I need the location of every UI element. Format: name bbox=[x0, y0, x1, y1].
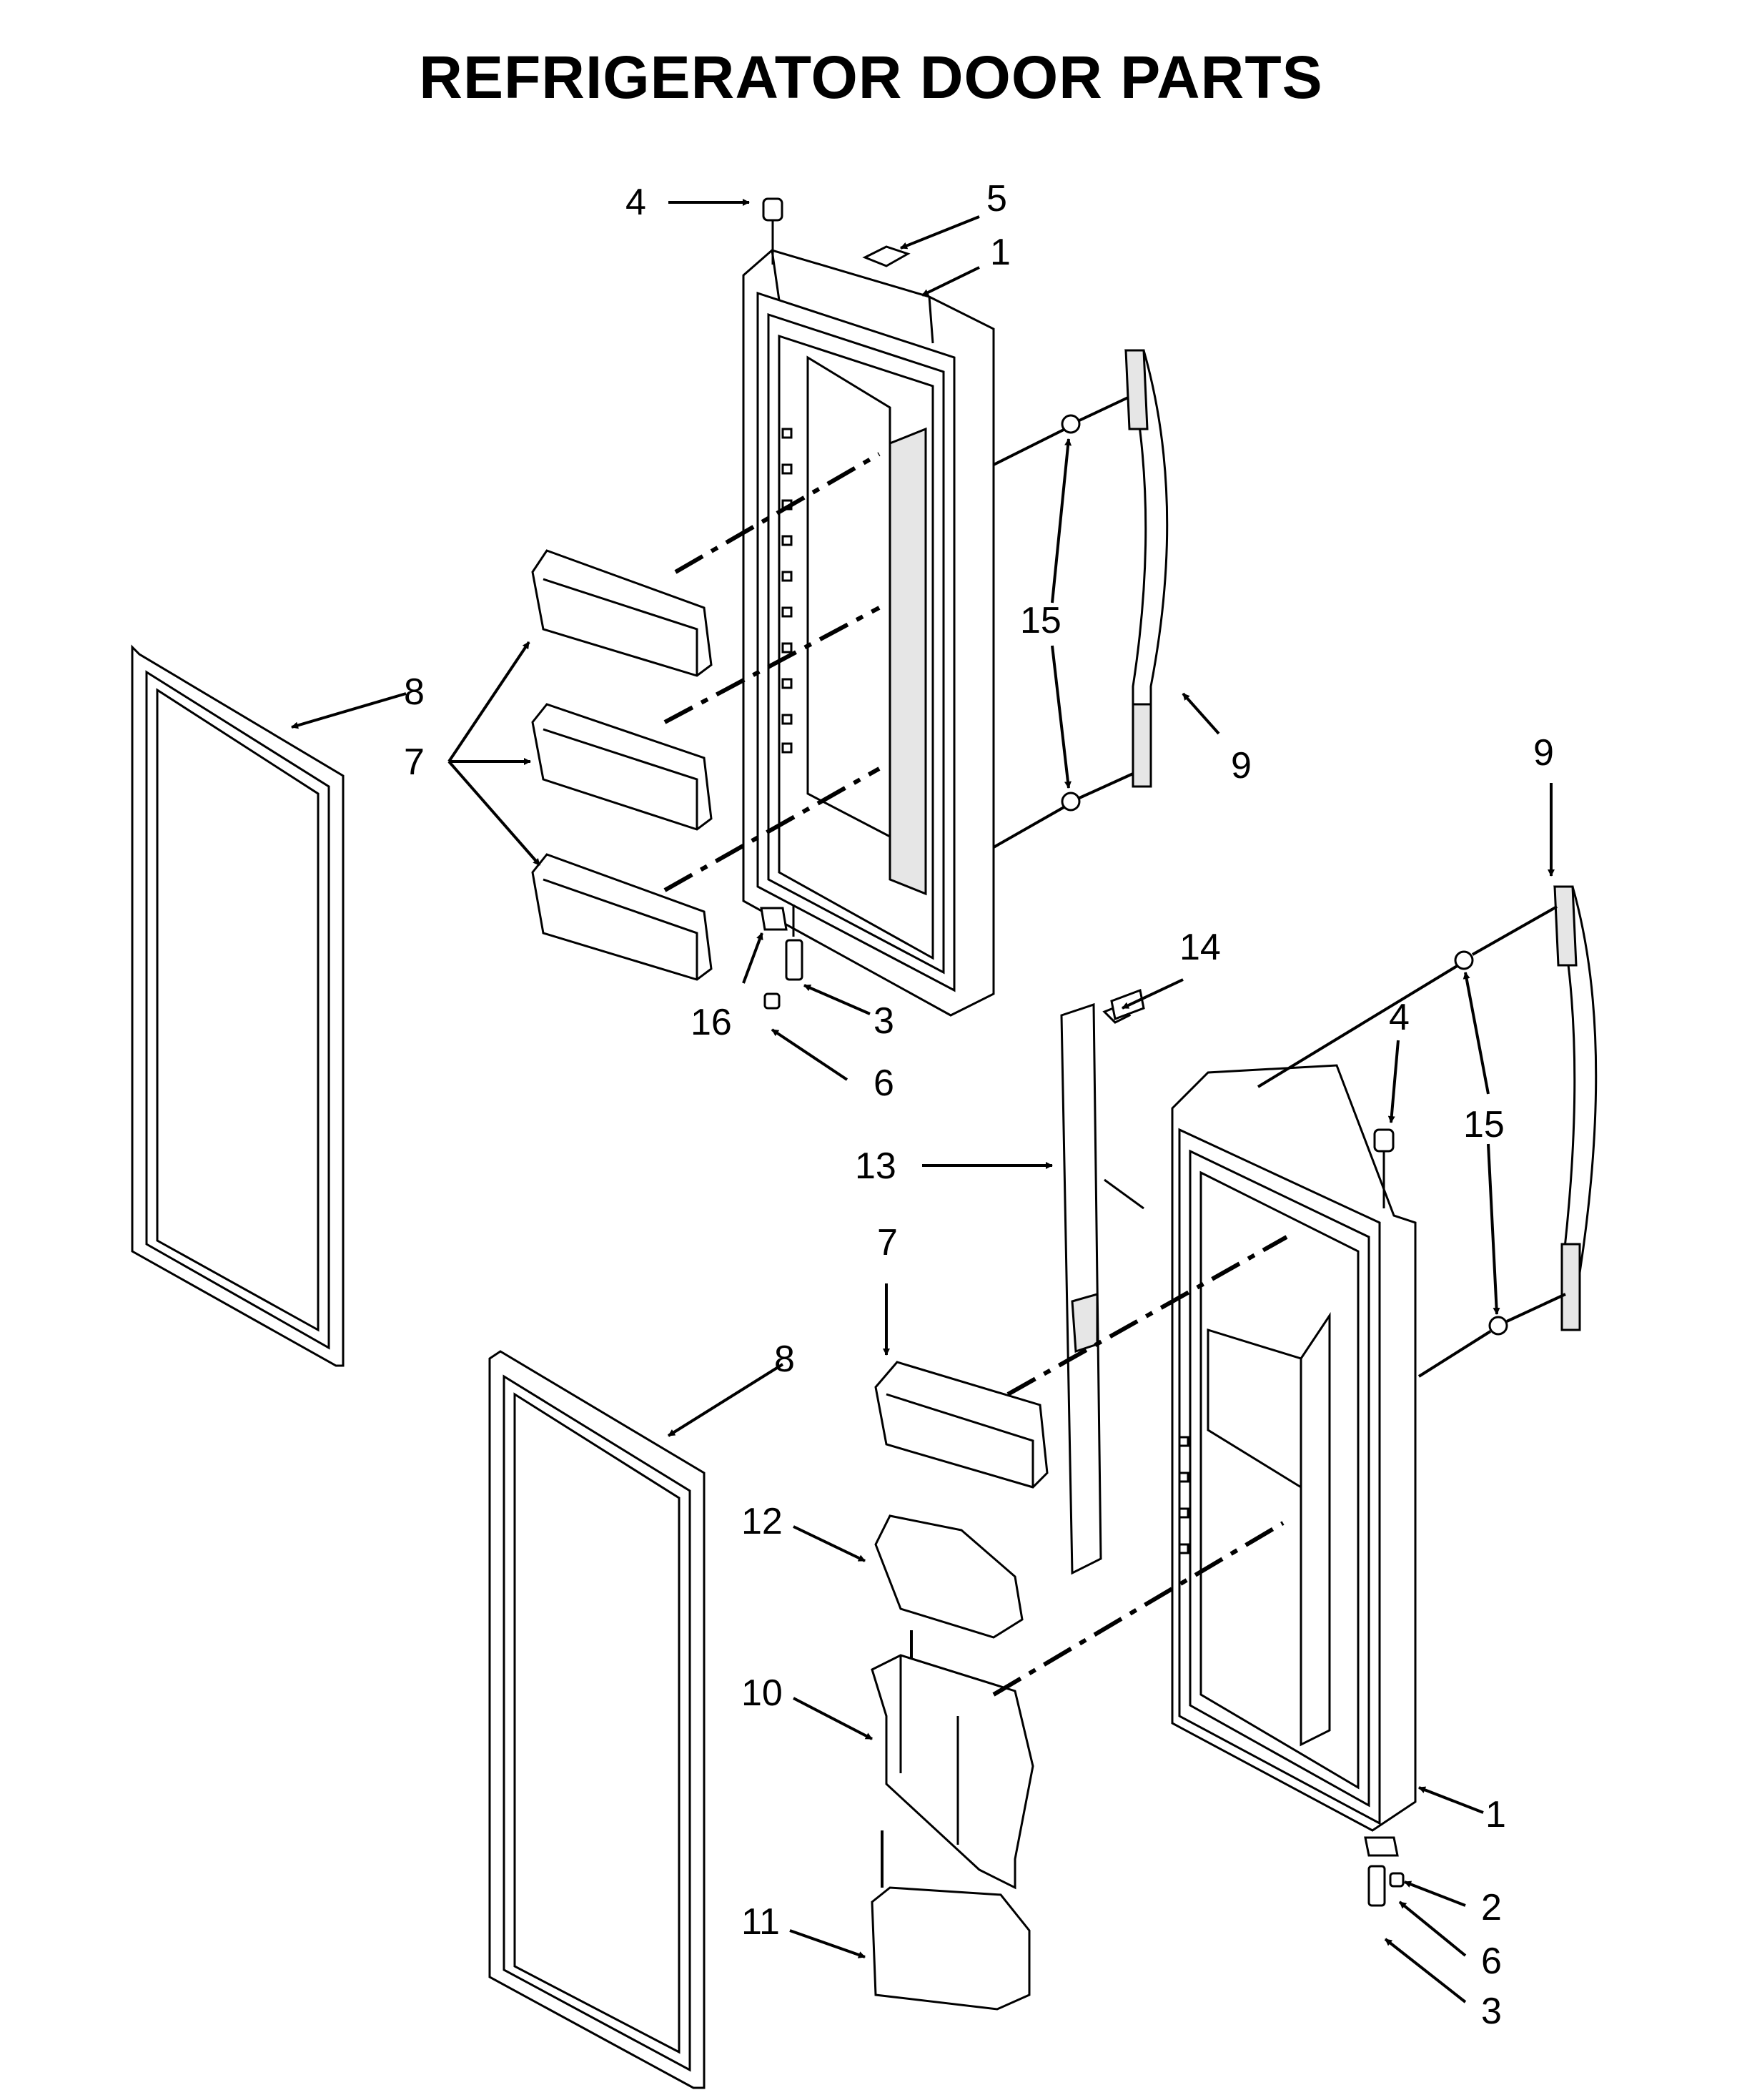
upper-door-top-cap bbox=[762, 197, 911, 267]
callout-bottom-11: 11 bbox=[741, 1901, 780, 1943]
callout-top-15: 15 bbox=[1020, 600, 1061, 641]
callout-bottom-7: 7 bbox=[877, 1222, 898, 1263]
upper-door-hinge bbox=[760, 904, 803, 1010]
callout-top-8: 8 bbox=[404, 671, 425, 713]
callout-bottom-10: 10 bbox=[741, 1672, 783, 1714]
callout-bottom-9: 9 bbox=[1533, 732, 1554, 774]
callout-bottom-12: 12 bbox=[741, 1501, 783, 1542]
callout-top-9: 9 bbox=[1231, 745, 1252, 787]
callout-top-3: 3 bbox=[874, 1000, 894, 1042]
upper-handle-stud-top bbox=[1061, 414, 1081, 434]
callout-top-6: 6 bbox=[874, 1063, 894, 1104]
callout-bottom-14: 14 bbox=[1179, 927, 1221, 968]
door-bin-mount-points bbox=[781, 428, 793, 754]
callout-bottom-2: 2 bbox=[1481, 1887, 1502, 1928]
callout-bottom-13: 13 bbox=[855, 1145, 896, 1187]
diagram-title: REFRIGERATOR DOOR PARTS bbox=[419, 44, 1323, 111]
lower-handle-stud-bottom bbox=[1488, 1316, 1508, 1336]
upper-handle-stud-bottom bbox=[1061, 792, 1081, 812]
lower-handle bbox=[1553, 885, 1598, 1331]
upper-door-gasket bbox=[131, 644, 345, 1367]
ice-bin-lid bbox=[874, 1514, 1024, 1639]
lower-door-bin bbox=[874, 1361, 1049, 1489]
dispenser-cover-strip bbox=[1060, 1002, 1144, 1575]
callout-bottom-6: 6 bbox=[1481, 1941, 1502, 1982]
callout-bottom-1: 1 bbox=[1485, 1794, 1506, 1835]
callout-bottom-4: 4 bbox=[1389, 997, 1410, 1038]
lower-door-hinge bbox=[1364, 1836, 1405, 1907]
callout-bottom-8: 8 bbox=[774, 1339, 795, 1380]
lower-door-gasket bbox=[488, 1350, 706, 2089]
callout-top-4: 4 bbox=[625, 182, 646, 223]
lower-handle-stud-top bbox=[1454, 950, 1474, 970]
callout-top-7: 7 bbox=[404, 741, 425, 783]
callout-top-16: 16 bbox=[691, 1002, 732, 1043]
ice-bucket bbox=[871, 1886, 1031, 2011]
callout-bottom-3: 3 bbox=[1481, 1991, 1502, 2032]
lower-door bbox=[871, 885, 1598, 2011]
upper-door-bins bbox=[531, 549, 713, 981]
upper-door bbox=[531, 197, 1169, 1017]
upper-handle bbox=[1124, 349, 1169, 788]
callout-bottom-15: 15 bbox=[1463, 1104, 1505, 1145]
callout-top-1: 1 bbox=[990, 232, 1011, 273]
ice-bin-housing bbox=[871, 1654, 1034, 1890]
lower-door-top-cap bbox=[1373, 1128, 1395, 1208]
leader-arrows bbox=[291, 199, 1555, 2003]
callout-top-5: 5 bbox=[986, 178, 1007, 220]
lower-door-bin-mount-points bbox=[1178, 1436, 1189, 1554]
callout-labels: 4 5 1 15 9 8 7 16 3 6 14 13 4 9 15 7 8 1… bbox=[404, 178, 1554, 2032]
